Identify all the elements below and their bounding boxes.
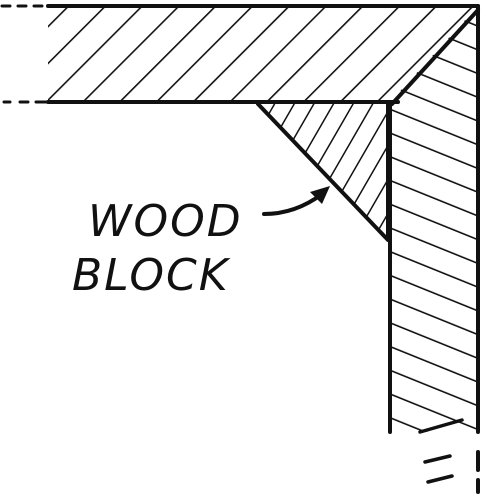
label-block: BLOCK (72, 250, 231, 301)
pointer-arrow (262, 186, 330, 216)
top-board (46, 4, 480, 104)
wood-block (256, 102, 390, 242)
label-wood: WOOD (88, 196, 243, 247)
break-marks (0, 4, 48, 104)
right-board (388, 4, 480, 494)
